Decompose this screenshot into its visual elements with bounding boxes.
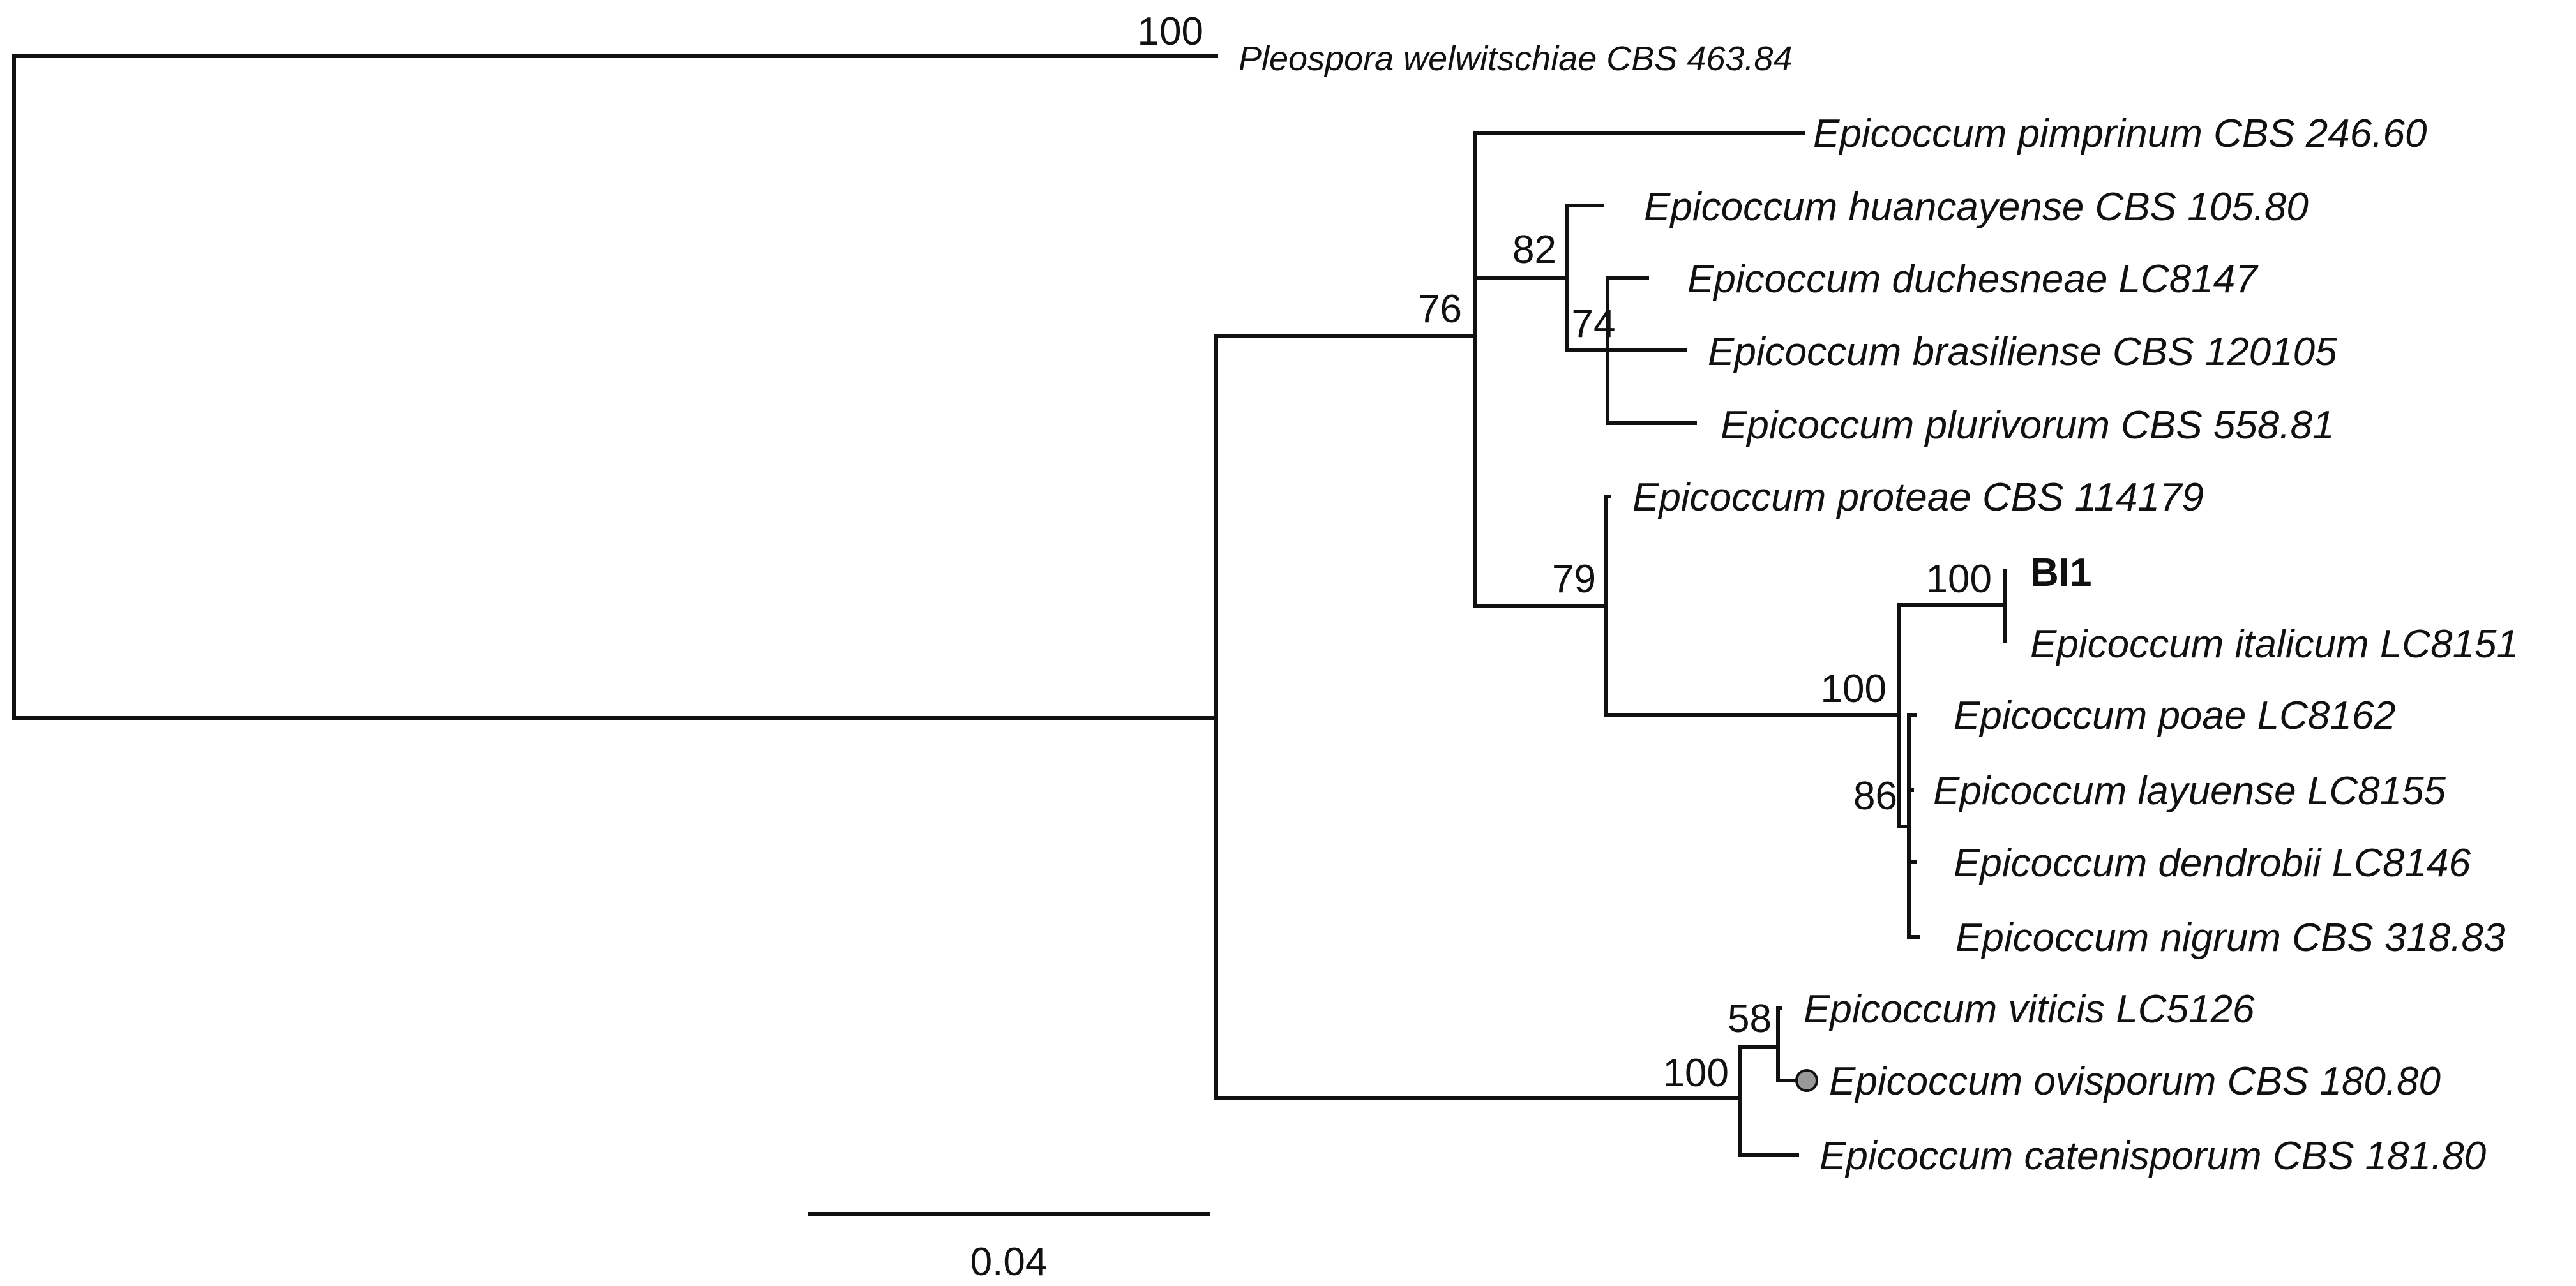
support-bi1: 100 — [1926, 557, 1992, 601]
support-node82: 82 — [1512, 228, 1556, 272]
taxon-label-layuense: Epicoccum layuense LC8155 — [1933, 769, 2446, 813]
support-node86: 86 — [1853, 774, 1897, 818]
scale-bar-label: 0.04 — [970, 1240, 1048, 1284]
taxon-label-viticis: Epicoccum viticis LC5126 — [1804, 987, 2255, 1031]
taxon-label-duchesneae: Epicoccum duchesneae LC8147 — [1687, 257, 2259, 301]
taxon-label-bi1: BI1 — [2030, 551, 2091, 595]
support-node58: 58 — [1728, 997, 1772, 1041]
type-marker — [1795, 1069, 1818, 1092]
taxon-label-pleospora: Pleospora welwitschiae CBS 463.84 — [1239, 40, 1792, 78]
taxon-label-plurivorum: Epicoccum plurivorum CBS 558.81 — [1721, 403, 2334, 447]
taxon-label-proteae: Epicoccum proteae CBS 114179 — [1632, 475, 2204, 520]
taxon-label-poae: Epicoccum poae LC8162 — [1954, 694, 2396, 738]
taxon-label-ovisporum: Epicoccum ovisporum CBS 180.80 — [1829, 1059, 2441, 1103]
taxon-label-nigrum: Epicoccum nigrum CBS 318.83 — [1955, 916, 2506, 960]
support-nigrum-complex: 100 — [1821, 667, 1887, 711]
taxon-label-italicum: Epicoccum italicum LC8151 — [2030, 622, 2519, 666]
taxon-label-pimprinum: Epicoccum pimprinum CBS 246.60 — [1813, 112, 2427, 156]
taxon-label-dendrobii: Epicoccum dendrobii LC8146 — [1954, 841, 2471, 885]
support-node79: 79 — [1552, 557, 1596, 601]
support-bottom-clade: 100 — [1663, 1051, 1729, 1095]
taxon-label-huancayense: Epicoccum huancayense CBS 105.80 — [1644, 185, 2309, 229]
support-node74: 74 — [1572, 302, 1616, 346]
support-node76: 76 — [1418, 287, 1462, 331]
support-pleospora: 100 — [1138, 10, 1203, 54]
taxon-label-catenisporum: Epicoccum catenisporum CBS 181.80 — [1819, 1134, 2486, 1178]
taxon-label-brasiliense: Epicoccum brasiliense CBS 120105 — [1708, 330, 2337, 374]
